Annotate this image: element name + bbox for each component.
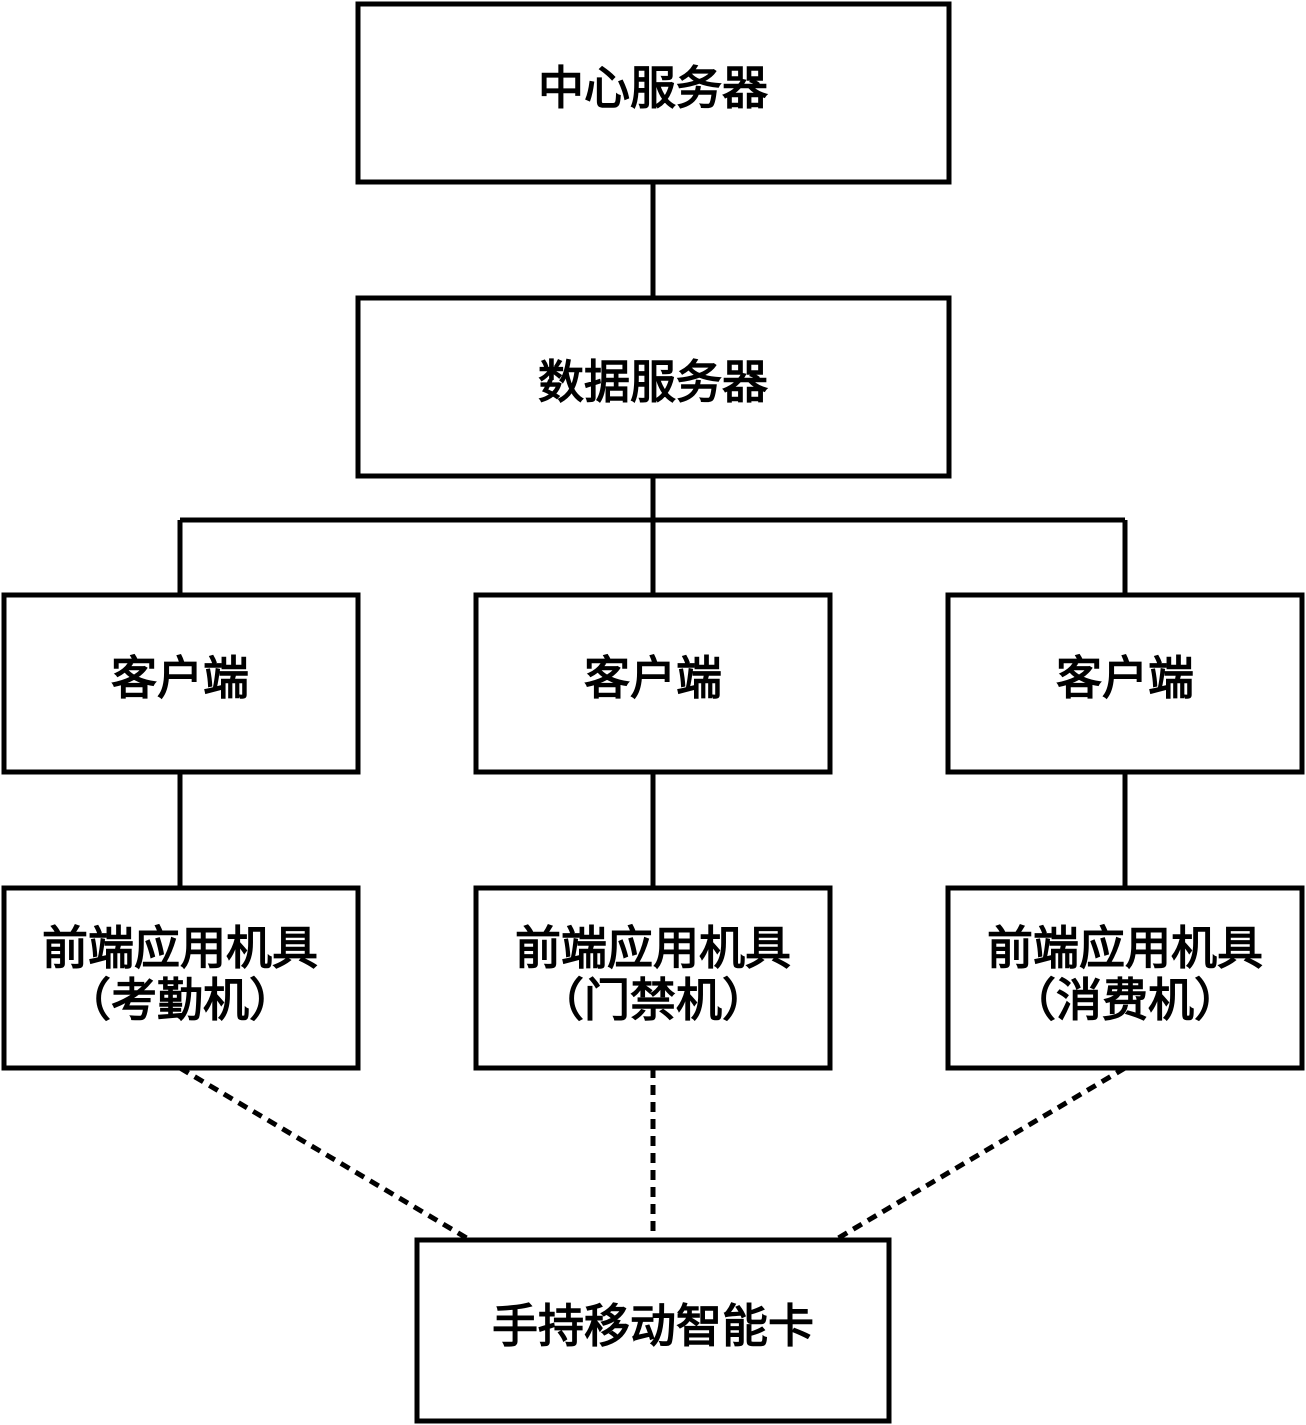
edge-consumption-to-card	[833, 1065, 1127, 1243]
edge-attendance-to-card	[178, 1065, 472, 1243]
node-device-access-line2: （门禁机）	[538, 973, 768, 1027]
node-data-server-label: 数据服务器	[538, 355, 769, 409]
node-device-attendance-line2: （考勤机）	[65, 973, 295, 1027]
node-device-access: 前端应用机具 （门禁机）	[473, 885, 833, 1071]
node-client-2-label: 客户端	[584, 651, 722, 705]
node-device-access-line1: 前端应用机具	[515, 921, 791, 975]
node-client-3-label: 客户端	[1056, 651, 1194, 705]
node-device-attendance: 前端应用机具 （考勤机）	[1, 885, 361, 1071]
node-center-server: 中心服务器	[355, 1, 952, 185]
node-device-consumption-line2: （消费机）	[1010, 973, 1240, 1027]
node-device-attendance-line1: 前端应用机具	[42, 921, 318, 975]
node-data-server: 数据服务器	[355, 295, 952, 479]
node-device-consumption: 前端应用机具 （消费机）	[945, 885, 1305, 1071]
edges	[177, 182, 1128, 1243]
node-client-3: 客户端	[945, 592, 1305, 775]
node-center-server-label: 中心服务器	[538, 61, 769, 115]
node-client-2: 客户端	[473, 592, 833, 775]
node-device-consumption-line1: 前端应用机具	[987, 921, 1263, 975]
node-client-1: 客户端	[1, 592, 361, 775]
node-client-1-label: 客户端	[111, 651, 249, 705]
node-smart-card: 手持移动智能卡	[414, 1237, 892, 1424]
node-smart-card-label: 手持移动智能卡	[492, 1299, 814, 1353]
